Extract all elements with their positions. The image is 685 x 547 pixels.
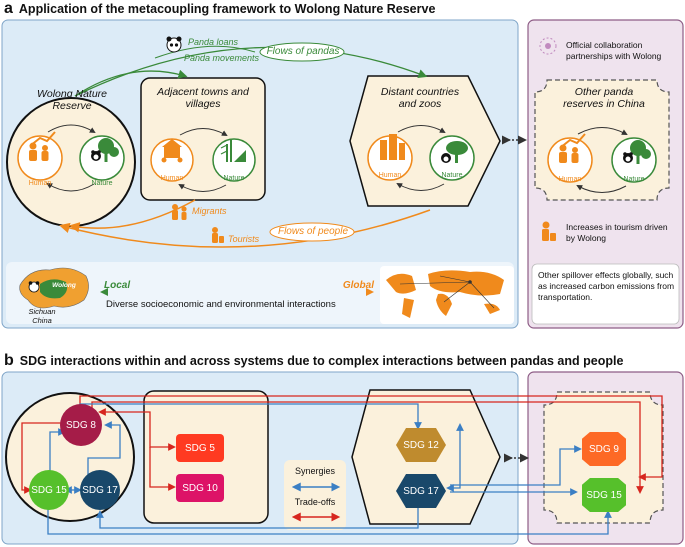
flow-people-arrow — [69, 199, 196, 233]
migrants-label: Migrants — [192, 206, 227, 216]
sdg-5-node: SDG 5 — [176, 434, 224, 462]
synergy-arrow — [446, 423, 464, 492]
side-spillover-box — [531, 263, 680, 325]
sdg-8-node: SDG 8 — [60, 404, 102, 446]
legend-tradeoffs: Trade-offs — [294, 497, 336, 507]
sdg-9-node: SDG 9 — [582, 432, 626, 466]
china-text: China — [32, 316, 52, 325]
other-nature-label: Nature — [623, 176, 645, 183]
panda-icon — [166, 36, 182, 53]
distant-nature-label: Nature — [441, 172, 463, 179]
panel-b-title: b SDG interactions within and across syst… — [4, 352, 623, 370]
interactions-label: Diverse socioeconomic and environmental … — [106, 299, 336, 310]
wolong-human-label: Human — [28, 180, 52, 187]
nature-tree-icon — [623, 140, 651, 164]
synergy-arrow — [87, 421, 121, 477]
sdg-15-other-node: SDG 15 — [582, 478, 626, 512]
sichuan-region — [40, 279, 68, 299]
sdg-12-node: SDG 12 — [396, 428, 446, 462]
tourists-label: Tourists — [228, 234, 260, 244]
flows-pandas-bubble — [259, 42, 345, 62]
human-icon — [559, 133, 586, 163]
tradeoff-arrow — [21, 422, 62, 494]
tourism-icon — [542, 221, 556, 241]
adjacent-human-label: Human — [160, 175, 184, 182]
other-reserves-label: Other panda reserves in China — [563, 86, 645, 110]
collaboration-icon — [539, 37, 557, 55]
panel-a-title-text: Application of the metacoupling framewor… — [18, 2, 436, 16]
flow-pandas-arrow — [74, 69, 188, 97]
world-map — [380, 266, 514, 324]
sdg-17-distant-node: SDG 17 — [396, 474, 446, 508]
human-icon — [161, 139, 183, 163]
collaboration-note: Official collaboration partnerships with… — [566, 40, 662, 61]
tradeoff-arrow — [149, 447, 176, 491]
distant-human-label: Human — [378, 172, 402, 179]
global-label: Global — [342, 280, 374, 291]
sdg-10-node: SDG 10 — [176, 474, 224, 502]
other-human-circle — [547, 137, 593, 183]
synergy-arrow — [450, 445, 582, 486]
other-human-label: Human — [558, 176, 582, 183]
panel-a-letter: a — [4, 0, 13, 17]
flows-people-label: Flows of people — [277, 226, 349, 237]
panel-a-title: a Application of the metacoupling framewo… — [4, 0, 435, 18]
distant-label: Distant countries and zoos — [380, 86, 460, 110]
nature-tree-icon — [91, 138, 119, 162]
synergy-arrow — [96, 506, 419, 529]
spillover-note: Other spillover effects globally, such a… — [538, 270, 675, 302]
tourists-icon — [212, 227, 224, 243]
flow-people-arrow — [59, 209, 431, 248]
panda-movements-label: Panda movements — [184, 53, 260, 63]
flows-pandas-label: Flows of pandas — [266, 46, 340, 57]
nature-tree-icon — [441, 141, 468, 163]
adjacent-label: Adjacent towns and villages — [157, 86, 249, 110]
flows-people-bubble — [269, 222, 355, 242]
adjacent-nature-circle — [212, 138, 256, 182]
local-label: Local — [104, 280, 131, 291]
synergy-arrow — [49, 428, 66, 475]
tradeoff-arrow — [79, 395, 663, 481]
sdg-17-node: SDG 17 — [80, 470, 120, 510]
human-icon — [380, 134, 405, 160]
panda-loans-label: Panda loans — [188, 37, 239, 47]
migrants-icon — [172, 204, 187, 220]
nature-tree-icon — [220, 140, 246, 162]
panel-b-title-text: SDG interactions within and across syste… — [19, 354, 624, 368]
sichuan-text: Sichuan — [28, 307, 56, 316]
wolong-human-circle — [17, 135, 63, 181]
tourism-note: Increases in tourism driven by Wolong — [566, 222, 668, 243]
wolong-label: Wolong Nature Reserve — [36, 88, 108, 112]
tradeoff-arrow — [98, 408, 176, 451]
synergy-arrow — [47, 508, 612, 535]
human-icon — [29, 131, 56, 161]
wolong-nature-label: Nature — [91, 180, 113, 187]
panel-b-letter: b — [4, 352, 14, 369]
map-wolong-label: Wolong — [52, 282, 76, 289]
flow-pandas-arrow — [74, 46, 428, 97]
legend-synergies: Synergies — [294, 466, 336, 476]
sdg-15-node: SDG 15 — [29, 470, 69, 510]
panda-icon — [28, 281, 40, 293]
adjacent-nature-label: Nature — [223, 175, 245, 182]
